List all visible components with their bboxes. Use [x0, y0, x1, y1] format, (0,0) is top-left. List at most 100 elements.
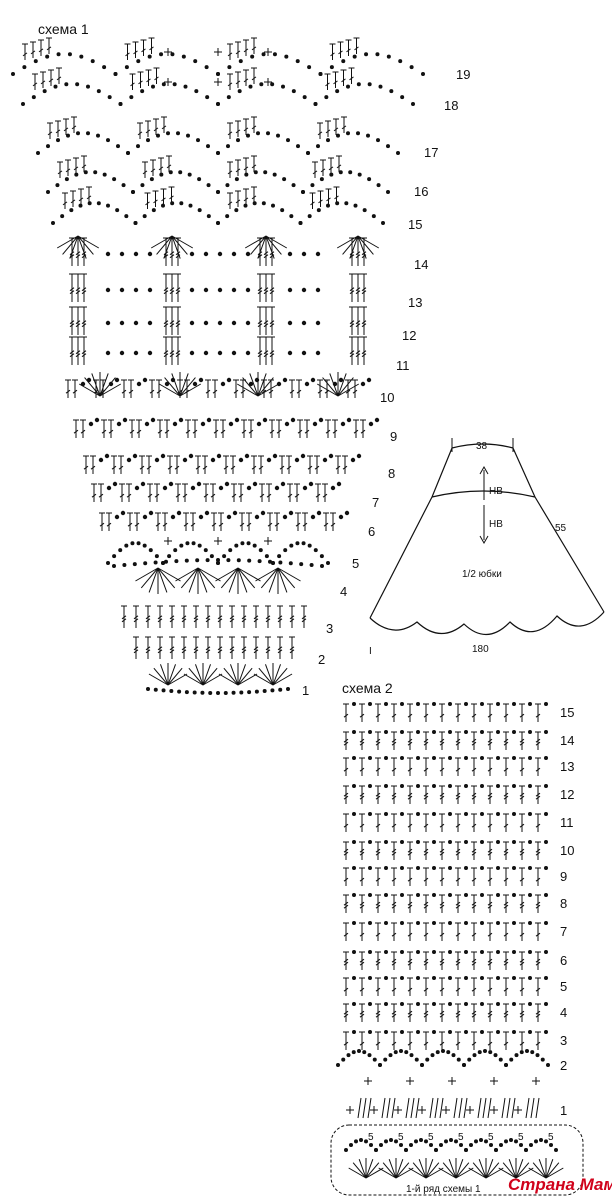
treble-stitch [357, 1097, 362, 1119]
stitch-bar [106, 522, 112, 527]
fan-stitch [468, 1167, 487, 1179]
chain-dot [414, 1057, 419, 1062]
fan-stitch [337, 373, 347, 397]
stitch-bar [455, 904, 461, 909]
stitch-bar [243, 197, 249, 202]
chain-dot [544, 840, 548, 844]
chain-dot [126, 151, 130, 155]
stitch-bar [121, 618, 127, 623]
chain-dot [421, 72, 425, 76]
chain-dot [384, 866, 388, 870]
chain-dot [480, 950, 484, 954]
stitch-bar [251, 465, 257, 470]
stitch-bar [355, 290, 361, 295]
stitch-bar [325, 429, 331, 434]
fan-stitch [502, 1162, 517, 1179]
chain-dot [352, 1030, 356, 1034]
stitch-bar [268, 389, 274, 394]
chain-dot [328, 453, 334, 459]
stitch-bar [330, 522, 336, 527]
fan-stitch [508, 1159, 517, 1179]
stitch-bar [169, 350, 175, 355]
stitch-bar [118, 465, 124, 470]
chain-dot [372, 1057, 377, 1062]
chain-dot [276, 381, 282, 387]
stitch-bar [342, 465, 348, 470]
stitch-bar [439, 1010, 445, 1015]
stitch-bar [253, 646, 259, 651]
stitch-bar [535, 958, 541, 963]
chain-dot [170, 514, 176, 520]
chain-dot [432, 893, 436, 897]
chain-dot [356, 82, 361, 87]
chain-dot [66, 133, 70, 138]
chain-dot [384, 812, 388, 816]
stitch-bar [343, 987, 349, 992]
stitch-bar [423, 932, 429, 937]
chain-dot [179, 543, 184, 548]
chain-dot [544, 702, 548, 706]
chain-dot [277, 554, 282, 559]
chain-dot [496, 893, 500, 897]
stitch-bar [471, 932, 477, 937]
fan-stitch [215, 567, 239, 582]
chain-dot [349, 1143, 353, 1147]
stitch-bar [343, 713, 349, 718]
stitch-bar [343, 1013, 349, 1018]
chain-dot [374, 417, 380, 423]
stitch-bar [289, 615, 295, 620]
fan-stitch [425, 1162, 440, 1179]
scheme-2-row-number: 13 [560, 759, 574, 774]
stitch-bar [169, 353, 175, 358]
stitch-bar [279, 465, 285, 470]
stitch-bar [75, 353, 81, 358]
chain-dot [346, 84, 350, 89]
scheme-1-row-number: 1 [302, 683, 309, 698]
treble-stitch [530, 1097, 535, 1119]
chain-dot [245, 287, 251, 293]
stitch-bar [69, 320, 75, 325]
chain-dot [399, 1049, 403, 1053]
stitch-bar [455, 738, 461, 743]
stitch-bar [75, 350, 81, 355]
chain-dot [464, 950, 468, 954]
chain-dot [203, 287, 209, 293]
stitch-bar [359, 792, 365, 797]
chain-dot [216, 691, 220, 695]
chain-dot [184, 690, 189, 695]
scheme-2-row-number: 1 [560, 1103, 567, 1118]
fan-stitch [56, 235, 79, 249]
chain-dot [414, 1139, 418, 1144]
chain-dot [362, 208, 367, 213]
chain-dot [400, 1030, 404, 1034]
chain-dot [352, 976, 356, 980]
stitch-bar [98, 493, 104, 498]
chain-dot [282, 514, 288, 520]
fan-stitch [395, 1162, 410, 1179]
chain-dot [315, 350, 321, 356]
stitch-bar [423, 877, 429, 882]
chain-dot [360, 381, 366, 387]
chain-dot [304, 381, 310, 387]
chain-dot [142, 214, 147, 219]
stitch-bar [336, 164, 342, 169]
ring-number: 5 [458, 1132, 464, 1143]
chain-dot [94, 417, 100, 423]
chain-dot [187, 172, 192, 177]
chain-dot [302, 485, 308, 491]
stitch-bar [471, 738, 477, 743]
chain-dot [204, 510, 210, 516]
chain-dot [189, 251, 195, 257]
chain-dot [539, 1138, 543, 1142]
chain-dot [544, 1139, 548, 1144]
chain-dot [454, 1139, 458, 1144]
chain-dot [368, 730, 372, 734]
chain-dot [140, 183, 145, 188]
chain-dot [119, 287, 125, 293]
skirt-waist-line [451, 443, 514, 449]
stitch-bar [471, 904, 477, 909]
chain-dot [338, 170, 343, 175]
chain-dot [184, 558, 189, 563]
scheme-1-row-number: 6 [368, 524, 375, 539]
chain-dot [432, 756, 436, 760]
